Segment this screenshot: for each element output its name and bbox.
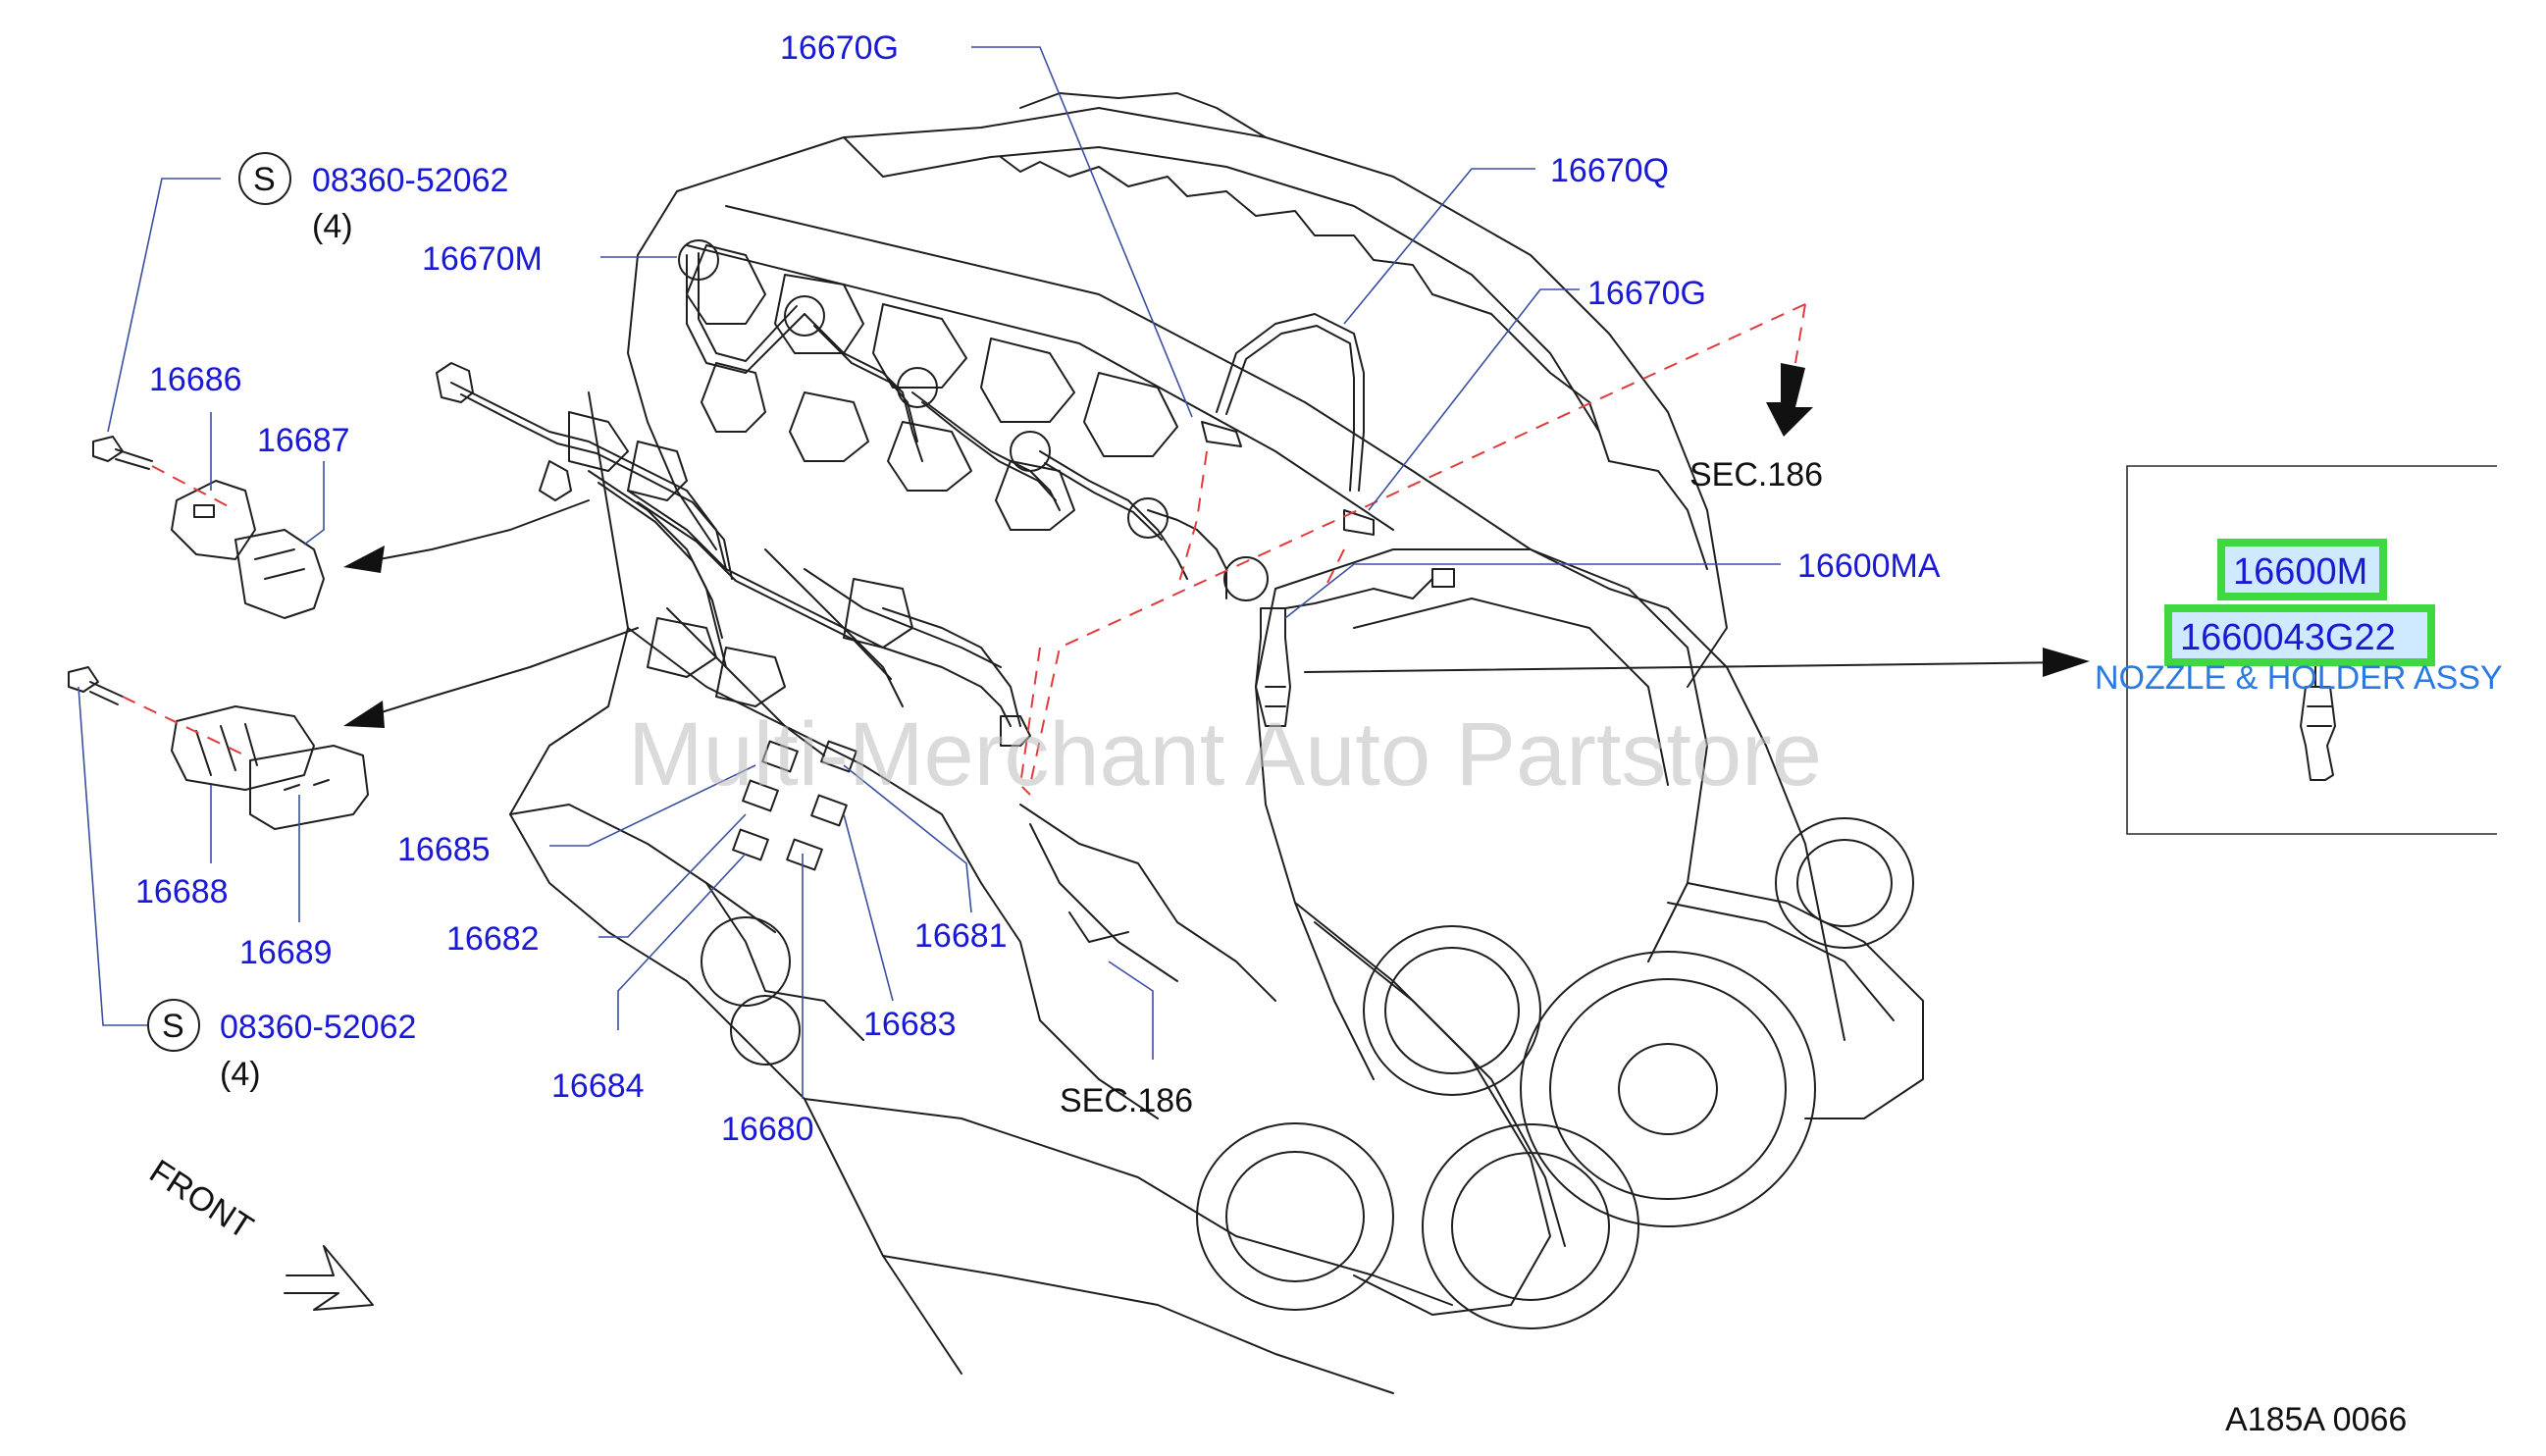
screw-symbol-top xyxy=(238,152,291,205)
nozzle-holder-description: NOZZLE & HOLDER ASSY xyxy=(2095,659,2503,697)
screw-symbol-bottom-letter: S xyxy=(162,1008,184,1045)
inset-panel: 16600M 1660043G22 NOZZLE & HOLDER ASSY xyxy=(2095,465,2503,835)
part-label-16600MA[interactable]: 16600MA xyxy=(1797,547,1941,585)
highlight-box-1660043G22[interactable] xyxy=(2164,604,2435,666)
section-label-upper[interactable]: SEC.186 xyxy=(1689,456,1823,494)
part-label-16686[interactable]: 16686 xyxy=(149,361,242,398)
part-label-16683[interactable]: 16683 xyxy=(863,1006,957,1043)
part-label-16684[interactable]: 16684 xyxy=(551,1067,645,1105)
leader-lines xyxy=(78,46,1781,1099)
engine-block-drawing xyxy=(68,92,2090,1394)
highlight-box-16600M[interactable] xyxy=(2217,539,2387,600)
part-label-16682[interactable]: 16682 xyxy=(446,920,540,958)
highlight-label-16600M[interactable]: 16600M xyxy=(2233,551,2367,593)
section-label-lower[interactable]: SEC.186 xyxy=(1060,1082,1193,1119)
part-label-16685[interactable]: 16685 xyxy=(397,831,491,868)
screw-symbol-top-letter: S xyxy=(253,161,276,198)
part-label-08360-52062-top[interactable]: 08360-52062 xyxy=(312,162,508,199)
part-label-16670M[interactable]: 16670M xyxy=(422,240,543,278)
front-direction-label: FRONT xyxy=(143,1153,260,1247)
highlight-label-1660043G22[interactable]: 1660043G22 xyxy=(2180,617,2396,658)
part-label-16681[interactable]: 16681 xyxy=(914,917,1008,955)
screw-symbol-bottom xyxy=(147,999,200,1052)
part-label-16670Q[interactable]: 16670Q xyxy=(1550,152,1669,189)
part-label-16688[interactable]: 16688 xyxy=(135,873,229,910)
part-label-08360-52062-bottom[interactable]: 08360-52062 xyxy=(220,1009,416,1046)
diagram-code: A185A 0066 xyxy=(2225,1401,2407,1438)
part-qty-08360-bottom: (4) xyxy=(220,1056,261,1093)
part-label-16670G-top[interactable]: 16670G xyxy=(780,29,899,67)
part-label-16687[interactable]: 16687 xyxy=(257,422,350,459)
reference-dashed-lines xyxy=(122,303,1806,796)
watermark: Multi-Merchant Auto Partstore xyxy=(628,704,1822,805)
part-label-16689[interactable]: 16689 xyxy=(239,934,333,971)
part-label-16670G-right[interactable]: 16670G xyxy=(1587,275,1706,312)
part-qty-08360-top: (4) xyxy=(312,208,353,245)
part-label-16680[interactable]: 16680 xyxy=(721,1111,814,1148)
